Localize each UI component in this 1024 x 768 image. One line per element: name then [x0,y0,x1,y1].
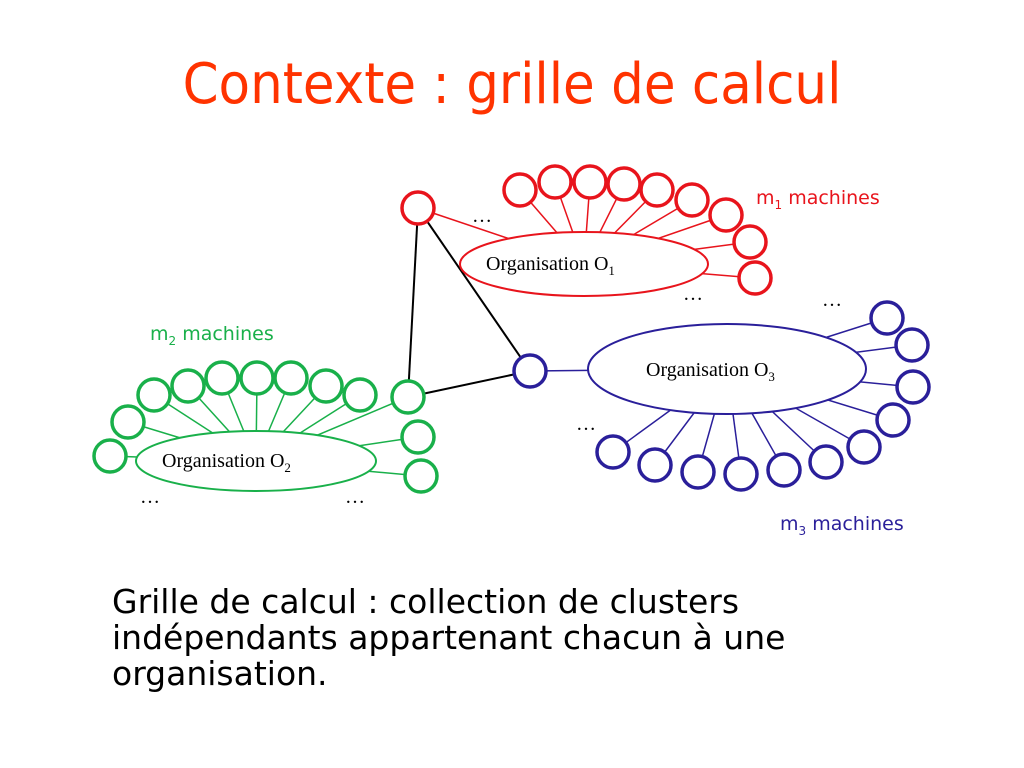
o2-machine-node [110,404,146,440]
inter-org-links [407,207,531,398]
m1-machines-label: m1 machines [756,187,880,212]
o2-machine-node [390,379,426,415]
ellipsis-o2-left: … [140,486,160,508]
o2-machine-node [308,368,344,404]
o1-machine-node [737,260,773,296]
org-o1-label: Organisation O1 [486,253,615,278]
m3-machines-label: m3 machines [780,513,904,538]
slide-caption: Grille de calcul : collection de cluster… [112,582,786,693]
org-o3-ellipse [587,323,867,415]
o3-machine-node [723,456,759,492]
o2-machine-node [342,377,378,413]
inter-org-link [407,370,531,398]
o1-machine-node [537,164,573,200]
machine-nodes [92,164,931,494]
o1-machine-node [400,190,436,226]
inter-org-link [407,207,419,398]
o2-machine-node [92,438,128,474]
ellipsis-o3-left: … [576,413,596,435]
o3-machine-node [895,369,931,405]
o3-machine-node [680,454,716,490]
ellipsis-o1-left: … [472,205,492,227]
o2-machine-node [204,360,240,396]
o3-machine-node [808,444,844,480]
o3-machine-node [875,402,911,438]
slide-title: Contexte : grille de calcul [182,52,842,117]
o3-machine-node [595,434,631,470]
o3-machine-node [766,452,802,488]
o3-machine-node [512,353,548,389]
o2-machine-node [403,458,439,494]
grid-diagram: Organisation O1 Organisation O2 Organisa… [92,164,931,538]
o2-machine-node [400,419,436,455]
o3-machine-node [869,300,905,336]
o3-machine-node [846,429,882,465]
org-o2-ellipse [135,430,377,492]
org-o2-label: Organisation O2 [162,450,291,475]
o2-machine-node [170,368,206,404]
o1-machine-node [606,166,642,202]
o1-machine-node [732,224,768,260]
o1-machine-node [708,197,744,233]
o3-machine-node [894,327,930,363]
o2-machine-node [273,360,309,396]
org-o3-label: Organisation O3 [646,359,775,384]
o1-machine-node [674,182,710,218]
inter-org-link [417,207,531,372]
ellipsis-o3-top: … [822,289,842,311]
o2-machine-node [136,377,172,413]
o1-machine-node [502,172,538,208]
ellipsis-o2-right: … [345,486,365,508]
org-o1-ellipse [459,231,709,297]
o2-machine-node [239,360,275,396]
o3-machine-node [637,447,673,483]
ellipsis-o1-right: … [683,283,703,305]
o1-machine-node [639,172,675,208]
m2-machines-label: m2 machines [150,323,274,348]
o1-machine-node [572,164,608,200]
